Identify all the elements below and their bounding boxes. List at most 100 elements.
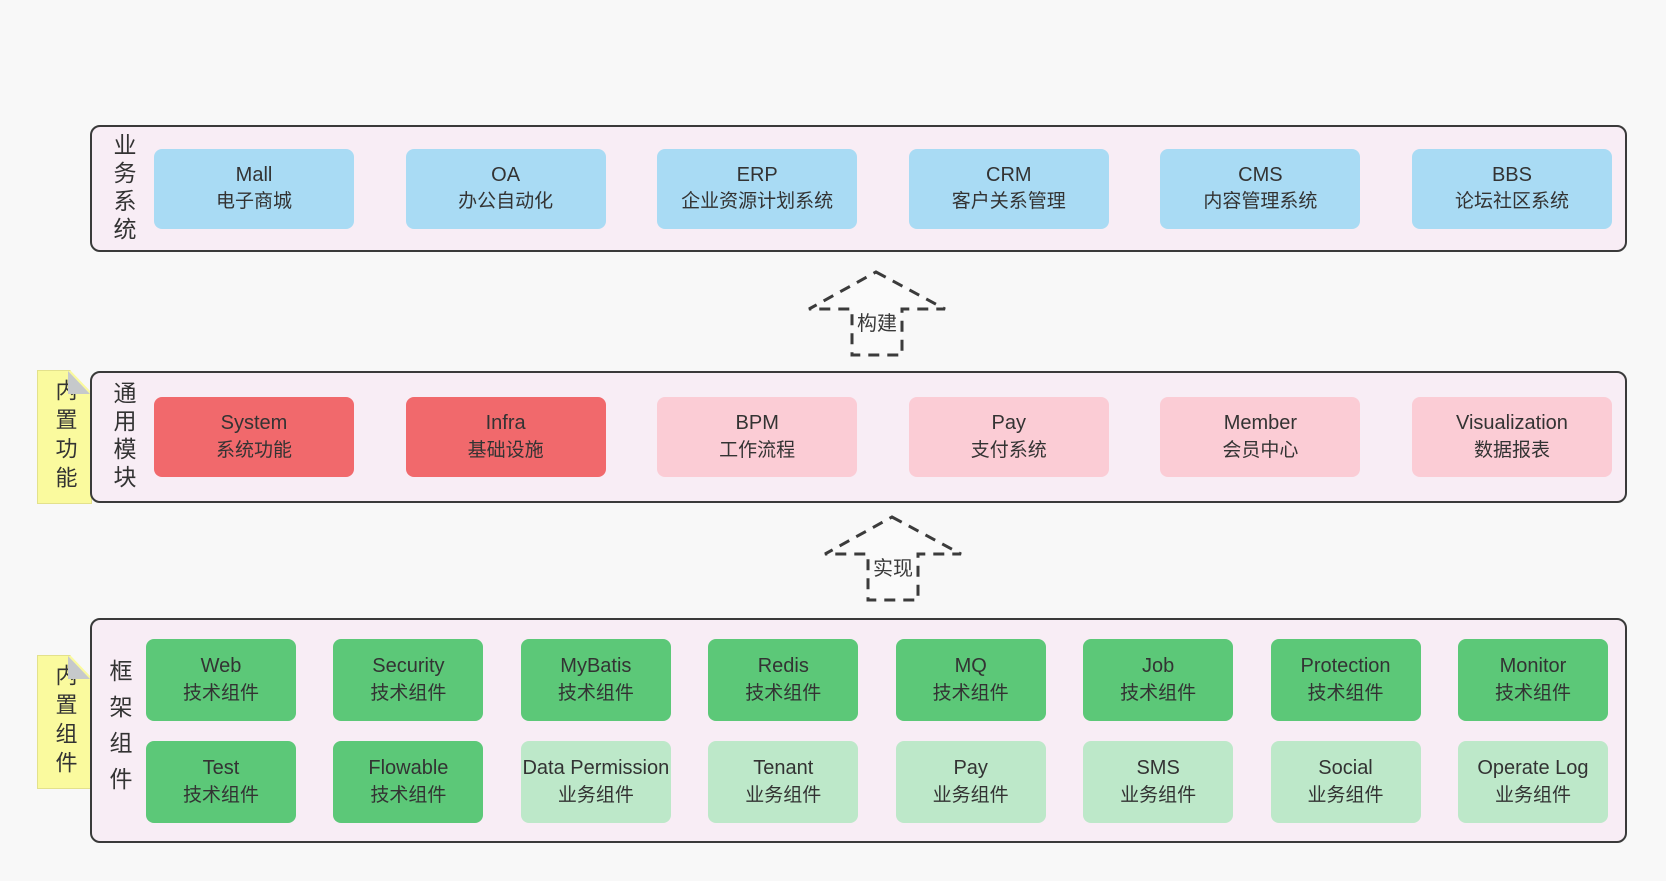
box-sms: SMS 业务组件	[1083, 741, 1234, 823]
box-member: Member 会员中心	[1160, 397, 1361, 477]
implement-arrow: 实现	[823, 515, 963, 602]
box-oa-name: OA	[491, 163, 521, 186]
box-social-name: Social	[1318, 757, 1373, 780]
business-systems-label: 业务系统	[110, 132, 136, 245]
box-mybatis-desc: 技术组件	[557, 682, 634, 704]
common-modules-layer: 通用模块 System 系统功能 Infra 基础设施 BPM 工作流程 Pay…	[90, 371, 1627, 503]
builtin-components-note: 内置组件	[37, 655, 92, 789]
box-tenant-desc: 业务组件	[745, 784, 822, 806]
builtin-components-note-text: 内置组件	[52, 664, 78, 780]
box-system: System 系统功能	[154, 397, 354, 477]
box-operate-log: Operate Log 业务组件	[1457, 741, 1608, 823]
box-protection-desc: 技术组件	[1307, 682, 1384, 704]
box-system-desc: 系统功能	[215, 439, 292, 461]
box-security: Security 技术组件	[333, 639, 484, 721]
box-mall-desc: 电子商城	[215, 191, 292, 213]
box-protection: Protection 技术组件	[1270, 639, 1421, 721]
builtin-functions-note-text: 内置功能	[52, 379, 78, 495]
box-web-desc: 技术组件	[182, 682, 259, 704]
box-tenant-name: Tenant	[753, 757, 814, 780]
box-mall-name: Mall	[235, 163, 273, 186]
box-operate-log-desc: 业务组件	[1494, 784, 1571, 806]
box-cms: CMS 内容管理系统	[1160, 148, 1361, 229]
biz-components-row: Test 技术组件 Flowable 技术组件 Data Permission …	[146, 741, 1625, 823]
build-arrow-label: 构建	[854, 312, 900, 337]
box-security-name: Security	[372, 655, 445, 678]
box-mybatis: MyBatis 技术组件	[520, 639, 671, 721]
box-member-desc: 会员中心	[1222, 439, 1299, 461]
box-crm-desc: 客户关系管理	[951, 191, 1066, 213]
box-infra-desc: 基础设施	[467, 439, 544, 461]
box-bpm-desc: 工作流程	[719, 439, 796, 461]
box-pay-component-name: Pay	[953, 757, 988, 780]
box-redis: Redis 技术组件	[708, 639, 859, 721]
box-crm: CRM 客户关系管理	[908, 148, 1109, 229]
box-cms-name: CMS	[1238, 163, 1283, 186]
box-mq: MQ 技术组件	[895, 639, 1046, 721]
implement-arrow-label: 实现	[870, 557, 916, 582]
framework-components-layer: 框架组件 Web 技术组件 Security 技术组件 MyBatis 技术组件…	[90, 618, 1627, 843]
box-pay-module: Pay 支付系统	[908, 397, 1109, 477]
box-system-name: System	[220, 412, 288, 435]
box-monitor-name: Monitor	[1499, 655, 1567, 678]
box-data-permission-desc: 业务组件	[557, 784, 634, 806]
box-bpm-name: BPM	[735, 412, 779, 435]
box-job-name: Job	[1141, 655, 1175, 678]
note-fold-corner	[68, 656, 90, 679]
box-visualization-name: Visualization	[1456, 412, 1568, 435]
box-test-name: Test	[202, 757, 240, 780]
box-social-desc: 业务组件	[1307, 784, 1384, 806]
box-oa: OA 办公自动化	[405, 148, 606, 229]
box-bpm: BPM 工作流程	[657, 397, 858, 477]
box-job: Job 技术组件	[1083, 639, 1234, 721]
box-bbs: BBS 论坛社区系统	[1411, 148, 1612, 229]
box-redis-desc: 技术组件	[745, 682, 822, 704]
business-systems-boxes: Mall 电子商城 OA 办公自动化 ERP 企业资源计划系统 CRM 客户关系…	[154, 127, 1625, 250]
box-erp-name: ERP	[736, 163, 778, 186]
box-erp-desc: 企业资源计划系统	[681, 191, 834, 213]
box-pay-component: Pay 业务组件	[895, 741, 1046, 823]
box-tenant: Tenant 业务组件	[708, 741, 859, 823]
box-test-desc: 技术组件	[182, 784, 259, 806]
box-mq-desc: 技术组件	[932, 682, 1009, 704]
box-web-name: Web	[200, 655, 242, 678]
box-oa-desc: 办公自动化	[458, 191, 554, 213]
builtin-functions-note: 内置功能	[37, 370, 92, 504]
box-crm-name: CRM	[986, 163, 1032, 186]
box-flowable-desc: 技术组件	[370, 784, 447, 806]
box-security-desc: 技术组件	[370, 682, 447, 704]
tech-components-row: Web 技术组件 Security 技术组件 MyBatis 技术组件 Redi…	[146, 639, 1625, 721]
box-bbs-desc: 论坛社区系统	[1454, 191, 1569, 213]
box-bbs-name: BBS	[1491, 163, 1532, 186]
box-flowable-name: Flowable	[368, 757, 449, 780]
box-data-permission-name: Data Permission	[522, 757, 670, 780]
business-systems-layer: 业务系统 Mall 电子商城 OA 办公自动化 ERP 企业资源计划系统 CRM…	[90, 125, 1627, 252]
box-mall: Mall 电子商城	[154, 148, 354, 229]
box-data-permission: Data Permission 业务组件	[520, 741, 671, 823]
common-modules-label: 通用模块	[110, 381, 136, 493]
box-cms-desc: 内容管理系统	[1203, 191, 1318, 213]
box-web: Web 技术组件	[146, 639, 296, 721]
box-protection-name: Protection	[1300, 655, 1391, 678]
box-social: Social 业务组件	[1270, 741, 1421, 823]
framework-components-rows: Web 技术组件 Security 技术组件 MyBatis 技术组件 Redi…	[146, 620, 1625, 841]
box-erp: ERP 企业资源计划系统	[657, 148, 858, 229]
box-visualization-desc: 数据报表	[1473, 439, 1550, 461]
box-member-name: Member	[1223, 412, 1298, 435]
box-mq-name: MQ	[954, 655, 987, 678]
box-sms-name: SMS	[1136, 757, 1180, 780]
box-infra: Infra 基础设施	[405, 397, 606, 477]
box-sms-desc: 业务组件	[1120, 784, 1197, 806]
box-pay-module-name: Pay	[991, 412, 1027, 435]
box-pay-module-desc: 支付系统	[970, 439, 1047, 461]
box-pay-component-desc: 业务组件	[932, 784, 1009, 806]
box-infra-name: Infra	[485, 412, 526, 435]
box-test: Test 技术组件	[146, 741, 296, 823]
box-redis-name: Redis	[757, 655, 809, 678]
note-fold-corner	[68, 371, 90, 394]
box-monitor-desc: 技术组件	[1494, 682, 1571, 704]
box-visualization: Visualization 数据报表	[1411, 397, 1612, 477]
box-mybatis-name: MyBatis	[560, 655, 632, 678]
box-flowable: Flowable 技术组件	[333, 741, 484, 823]
